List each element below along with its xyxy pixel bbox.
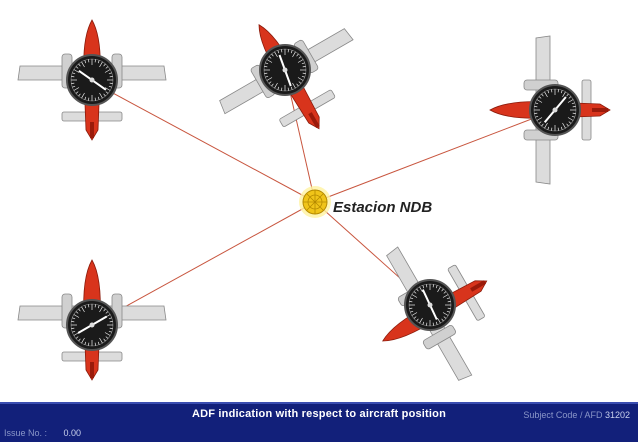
footer-title: ADF indication with respect to aircraft … xyxy=(191,408,447,420)
adf-diagram xyxy=(17,0,611,402)
issue-value: 0.00 xyxy=(63,428,82,438)
footer-bar: ADF indication with respect to aircraft … xyxy=(0,402,638,442)
subject-code-label: Subject Code / AFD xyxy=(523,410,603,420)
adf-indicator-icon xyxy=(529,84,581,136)
bearing-line xyxy=(97,84,316,203)
adf-indicator-icon xyxy=(66,299,118,351)
bearing-line xyxy=(314,109,556,203)
bearing-line xyxy=(91,201,316,326)
issue-number: Issue No. : 0.00 xyxy=(4,428,81,438)
ndb-station-icon xyxy=(299,186,331,218)
subject-code-value: 31202 xyxy=(604,410,630,420)
issue-label: Issue No. : xyxy=(4,428,48,438)
subject-code: Subject Code / AFD 31202 xyxy=(523,410,630,420)
ndb-station-label: Estacion NDB xyxy=(333,199,433,216)
adf-indicator-icon xyxy=(66,54,118,106)
footer-rule xyxy=(0,402,638,404)
adf-indicator-icon xyxy=(404,279,456,331)
adf-indicator-icon xyxy=(259,44,311,96)
